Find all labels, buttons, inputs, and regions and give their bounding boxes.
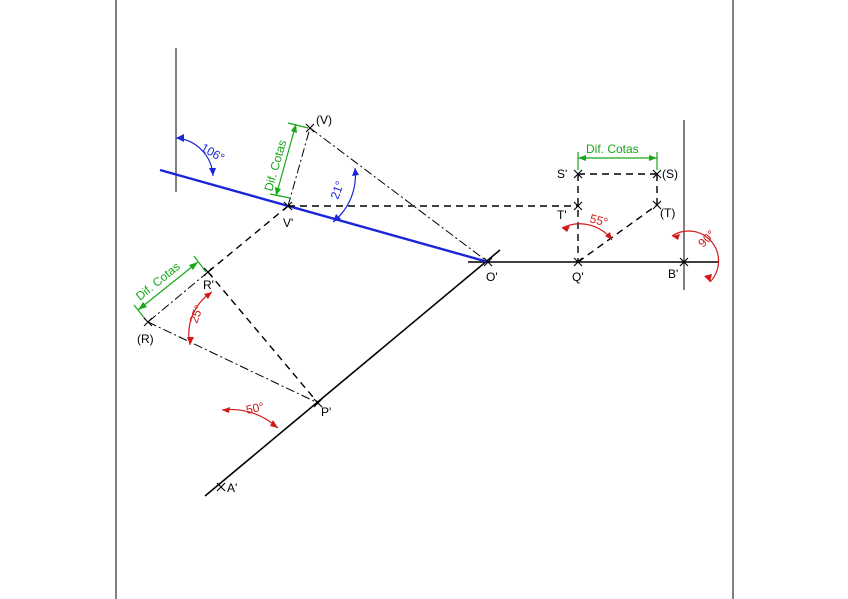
- dashed-line-v-r: [207, 205, 289, 273]
- label-p: P': [321, 405, 331, 419]
- label-v-prime: V': [283, 216, 293, 230]
- label-r-prime: R': [203, 278, 214, 292]
- angle-arc-90: [671, 230, 720, 283]
- dashdot-rprime-r: [147, 271, 209, 323]
- angle-arc-25: [187, 291, 213, 346]
- blue-line: [159, 168, 489, 264]
- label-q: Q': [572, 270, 584, 284]
- angle-label-50: 50°: [245, 399, 266, 417]
- dif-cotas-label-r: Dif. Cotas: [133, 259, 183, 303]
- dif-cotas-label-top: Dif. Cotas: [586, 142, 639, 156]
- label-t: (T): [660, 206, 675, 220]
- label-s-prime: S': [557, 167, 567, 181]
- angle-arc-21: [332, 167, 359, 223]
- dimension-v: [269, 122, 309, 199]
- dashdot-vprime-v: [287, 127, 311, 207]
- label-s: (S): [662, 167, 678, 181]
- angle-label-21: 21°: [328, 179, 347, 201]
- label-a: A': [227, 481, 237, 495]
- dashed-rprime-p: [207, 271, 319, 404]
- angle-arc-55: [561, 223, 613, 241]
- label-t-prime: T': [557, 208, 567, 222]
- angle-label-55: 55°: [588, 211, 609, 229]
- dashdot-v-o: [309, 127, 489, 263]
- dif-cotas-label-v: Dif. Cotas: [261, 138, 289, 193]
- point-marks: [143, 123, 689, 492]
- dashdot-r-p: [147, 321, 319, 404]
- angle-label-106: 106°: [199, 140, 228, 165]
- dashed-line-q-t: [577, 204, 658, 263]
- angle-arc-50: [221, 407, 279, 429]
- label-v: (V): [316, 113, 332, 127]
- angle-label-25: 25°: [187, 303, 206, 325]
- angle-arc-106: [175, 134, 216, 177]
- label-b: B': [668, 267, 678, 281]
- label-o: O': [486, 270, 498, 284]
- line-a-p-o: [204, 249, 501, 497]
- dimension-top: [577, 152, 658, 170]
- dimension-r: [133, 255, 207, 321]
- label-r: (R): [137, 332, 154, 346]
